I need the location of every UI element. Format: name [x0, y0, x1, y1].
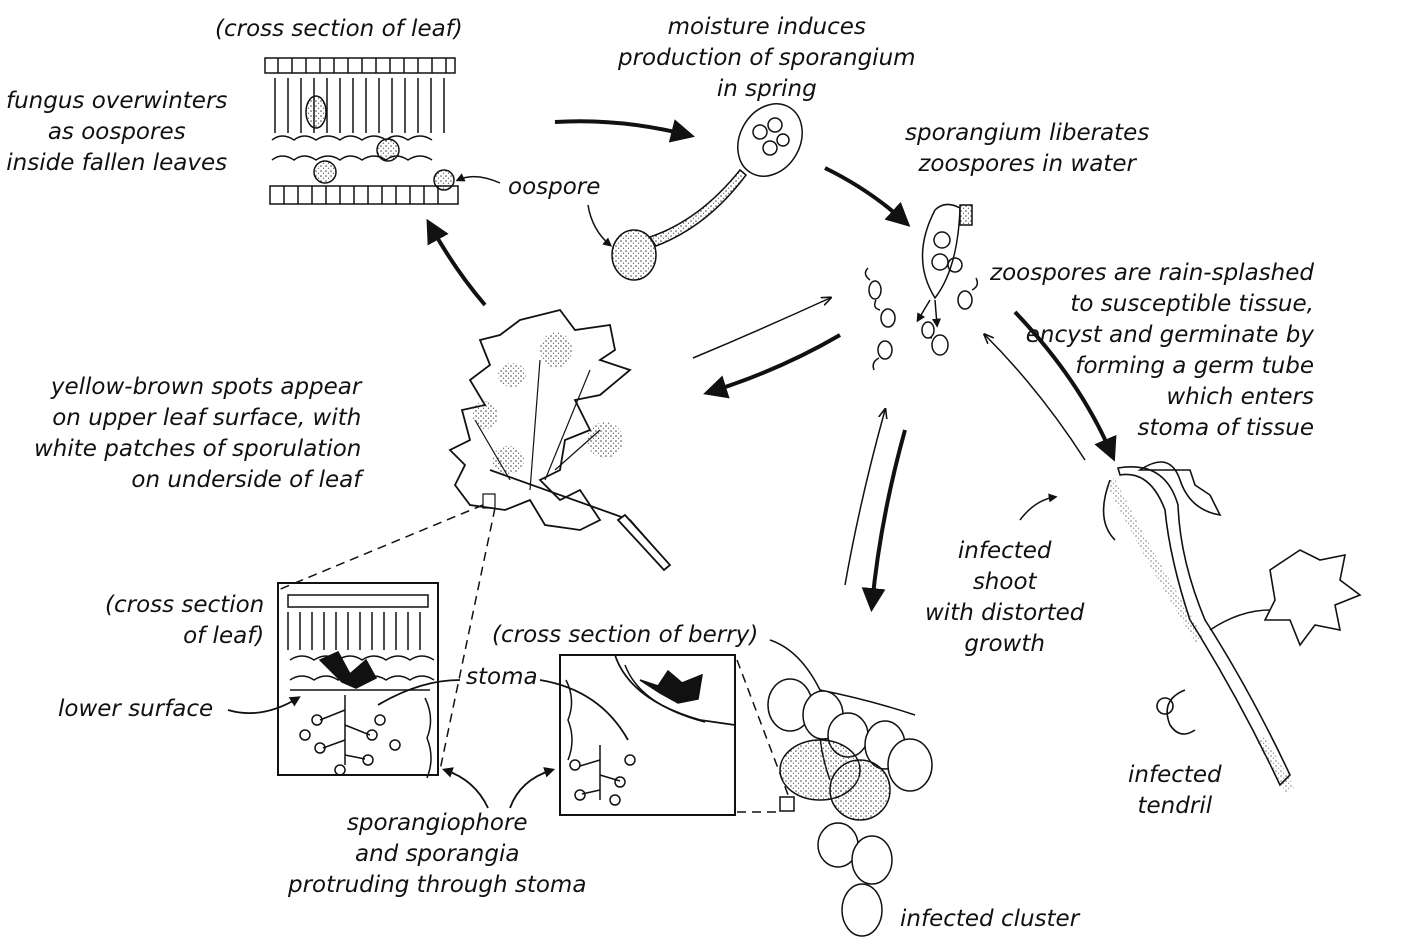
leaf-cross-section-top	[265, 58, 458, 204]
leaf-cross-section-box	[278, 583, 438, 778]
label-cross-section-leaf-bottom: (cross section of leaf)	[105, 590, 264, 652]
label-stoma: stoma	[466, 662, 538, 693]
dashed-zoom-line-left	[278, 505, 483, 590]
label-oospore: oospore	[508, 172, 600, 203]
germinating-oospore	[612, 92, 815, 280]
infected-shoot	[1104, 462, 1360, 790]
label-infected-shoot: infected shoot with distorted growth	[925, 536, 1084, 660]
label-cross-section-berry: (cross section of berry)	[492, 620, 758, 651]
label-sporangium-liberates: sporangium liberates zoospores in water	[905, 118, 1149, 180]
label-infected-cluster: infected cluster	[900, 904, 1079, 935]
sporangiophore-arrow-left	[445, 770, 488, 808]
berry-cross-section-box	[560, 655, 735, 815]
zoospores	[865, 268, 977, 370]
label-sporangiophore: sporangiophore and sporangia protruding …	[288, 808, 586, 901]
label-moisture: moisture induces production of sporangiu…	[618, 12, 916, 105]
oospore-pointer-arrow-2	[588, 205, 610, 245]
stoma-line-berry	[540, 680, 628, 740]
grape-cluster	[768, 640, 932, 936]
lower-surface-arrow	[228, 698, 298, 713]
stoma-line	[378, 680, 460, 705]
label-infected-tendril: infected tendril	[1128, 760, 1222, 822]
dashed-zoom-line-right	[440, 508, 495, 770]
oospore-pointer-arrow	[458, 177, 500, 183]
label-lower-surface: lower surface	[58, 694, 213, 725]
label-overwinter: fungus overwinters as oospores inside fa…	[6, 86, 227, 179]
label-yellow-spots: yellow-brown spots appear on upper leaf …	[34, 372, 361, 496]
label-cross-section-leaf-top: (cross section of leaf)	[215, 14, 463, 45]
grape-leaf	[450, 310, 670, 570]
label-zoospores-splashed: zoospores are rain-splashed to susceptib…	[990, 258, 1314, 444]
sporangiophore-arrow-right	[510, 770, 552, 808]
